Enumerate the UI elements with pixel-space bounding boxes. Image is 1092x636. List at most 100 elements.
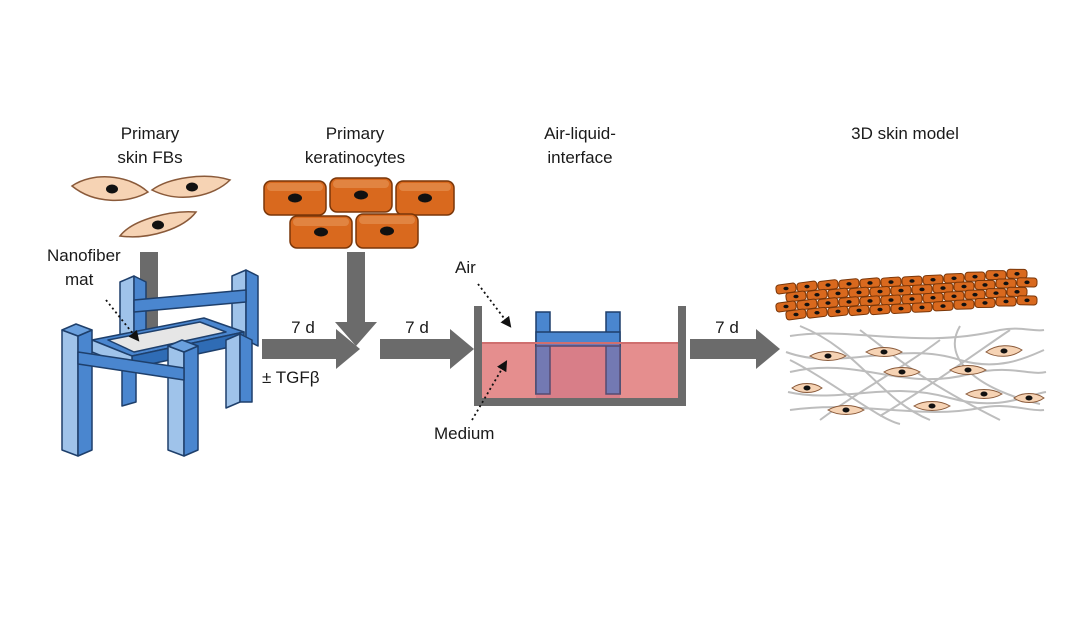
duration-label-3: 7 d <box>715 318 739 337</box>
epidermis-keratinocyte <box>838 278 860 290</box>
epidermis-keratinocyte <box>1006 286 1028 297</box>
fibroblast-cells <box>70 175 232 238</box>
dermis-fibroblast <box>913 401 951 411</box>
keratinocyte-cells <box>263 177 455 249</box>
epidermis-keratinocyte <box>775 282 797 295</box>
keratinocyte-cell <box>355 213 419 249</box>
epidermis-keratinocyte <box>869 303 891 316</box>
epidermis-keratinocyte <box>911 302 933 313</box>
epidermis-keratinocyte <box>1006 268 1028 279</box>
step-ali-line2: interface <box>547 148 613 167</box>
keratinocyte-cell <box>289 215 353 249</box>
keratinocyte-cell <box>263 180 327 216</box>
epidermis-keratinocyte <box>880 276 902 288</box>
epidermis-keratinocyte <box>775 300 797 313</box>
medium-pointer <box>471 360 508 421</box>
fibroblast-cell <box>70 176 150 202</box>
step-label-fibroblasts: Primary skin FBs <box>95 122 205 170</box>
epidermis-keratinocyte <box>985 270 1007 281</box>
epidermis-keratinocyte <box>974 297 996 309</box>
nanofiber-line2: mat <box>65 270 94 289</box>
dermis-fibroblast <box>949 365 987 375</box>
epidermis-keratinocyte <box>859 295 881 307</box>
process-arrow-2 <box>380 329 474 369</box>
epidermis-keratinocyte <box>1016 295 1038 306</box>
epidermis-keratinocyte <box>964 289 986 300</box>
epidermis-keratinocyte <box>964 271 986 282</box>
epidermis-keratinocyte <box>932 282 954 294</box>
epidermis-keratinocyte <box>890 285 912 297</box>
epidermis-keratinocyte <box>995 278 1017 289</box>
step-label-ali: Air-liquid- interface <box>520 122 640 170</box>
duration-label-2: 7 d <box>405 318 429 337</box>
step-keratinocytes-line2: keratinocytes <box>304 148 406 167</box>
epidermis-keratinocyte <box>859 277 881 289</box>
epidermis-keratinocyte <box>943 291 965 302</box>
culture-well <box>474 306 686 406</box>
epidermis-keratinocyte <box>880 294 902 306</box>
dermis-fibroblast <box>791 383 823 393</box>
epidermis-keratinocyte <box>827 305 849 318</box>
scaffold-insert <box>61 269 259 457</box>
epidermis-keratinocyte <box>796 280 818 293</box>
epidermis-keratinocyte <box>985 288 1007 299</box>
epidermis-keratinocyte <box>922 292 944 304</box>
step-label-keratinocytes: Primary keratinocytes <box>285 122 425 170</box>
epidermis-keratinocyte <box>848 286 870 299</box>
medium-label: Medium <box>434 424 495 443</box>
dermis-fibroblast <box>965 389 1003 399</box>
dermis-fibroblast <box>827 405 865 415</box>
process-arrow-3 <box>690 329 780 369</box>
epidermis-keratinocyte <box>1016 277 1038 288</box>
epidermis-keratinocyte <box>806 306 828 319</box>
nanofiber-line1: Nanofiber <box>47 246 121 265</box>
epidermis-keratinocyte <box>922 274 944 286</box>
dermis-fibroblast <box>865 347 903 357</box>
epidermis-keratinocyte <box>890 303 912 315</box>
epidermis-keratinocyte <box>953 299 975 310</box>
epidermis-keratinocyte <box>943 273 965 284</box>
step-fibroblasts-line1: Primary <box>120 124 180 143</box>
epidermis-keratinocyte <box>995 296 1017 307</box>
duration-label-1: 7 d <box>291 318 315 337</box>
skin-model <box>775 268 1047 425</box>
seeding-arrow-keratinocytes <box>335 252 377 346</box>
epidermis-keratinocyte <box>869 285 891 298</box>
tgf-label: ± TGFβ <box>262 368 320 387</box>
epidermis-keratinocyte <box>848 304 870 317</box>
air-pointer <box>477 283 512 328</box>
epidermis-keratinocyte <box>785 308 807 321</box>
epidermis-keratinocyte <box>817 297 839 309</box>
dermis-fibers <box>785 325 1047 425</box>
epidermis-keratinocyte <box>901 293 923 305</box>
step-label-model: 3D skin model <box>825 122 985 146</box>
keratinocyte-cell <box>329 177 393 213</box>
step-ali-line1: Air-liquid- <box>544 124 616 143</box>
process-arrow-1 <box>262 329 360 369</box>
epidermis-keratinocyte <box>806 288 828 301</box>
step-model-line1: 3D skin model <box>851 124 959 143</box>
epidermis-keratinocyte <box>932 300 954 312</box>
epidermis-keratinocyte <box>785 290 807 303</box>
fibroblast-cell <box>150 175 232 198</box>
step-keratinocytes-line1: Primary <box>325 124 385 143</box>
epidermis-keratinocyte <box>953 281 975 292</box>
epidermis-keratinocyte <box>911 284 933 295</box>
step-fibroblasts-line2: skin FBs <box>117 148 183 167</box>
dermis-fibroblast <box>1013 393 1045 403</box>
epidermis-keratinocyte <box>817 279 839 291</box>
epidermis-keratinocyte <box>901 275 923 287</box>
nanofiber-pointer <box>105 299 140 342</box>
epidermis-keratinocyte <box>974 279 996 291</box>
fibroblast-cell <box>118 211 198 238</box>
epidermis-keratinocyte <box>796 298 818 311</box>
epidermis-keratinocyte <box>827 287 849 300</box>
dermis-fibroblast <box>883 367 921 377</box>
dermis-fibroblast <box>985 345 1023 357</box>
dermis-fibroblast <box>809 351 847 361</box>
nanofiber-label: Nanofiber mat <box>47 244 121 292</box>
epidermis-keratinocyte <box>838 296 860 308</box>
air-label: Air <box>455 258 476 277</box>
keratinocyte-cell <box>395 180 455 216</box>
